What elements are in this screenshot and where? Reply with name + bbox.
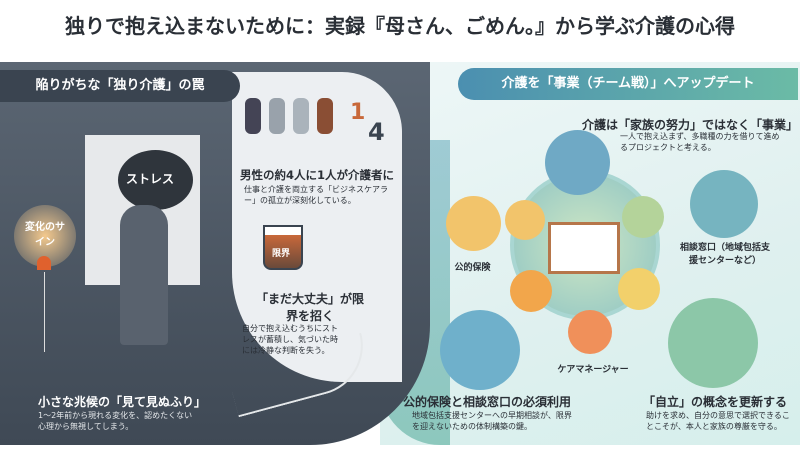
care-manager-avatar bbox=[568, 310, 612, 354]
business-heading: 介護は「家族の努力」ではなく「事業」 bbox=[582, 118, 799, 132]
public-heading: 公的保険と相談窓口の必須利用 bbox=[403, 395, 572, 409]
stat-body: 仕事と介護を両立する「ビジネスケアラー」の孤立が深刻化している。 bbox=[244, 185, 388, 205]
stat-heading: 男性の約4人に1人が介護者に bbox=[240, 168, 395, 182]
staff-avatar bbox=[505, 200, 545, 240]
warning-light-icon bbox=[37, 256, 51, 270]
stressed-man-icon bbox=[120, 205, 168, 345]
limit-body: 自分で抱え込むうちにストレスが蓄積し、気づいた時には冷静な判断を失う。 bbox=[242, 324, 338, 355]
hospital-icon bbox=[440, 310, 520, 390]
limit-cup-icon bbox=[263, 225, 303, 270]
fraction-numerator: 1 bbox=[350, 100, 366, 125]
limit-tag: 限界 bbox=[272, 249, 291, 259]
elder-woman-avatar bbox=[668, 298, 758, 388]
doctor2-avatar bbox=[618, 268, 660, 310]
officer-avatar bbox=[510, 270, 552, 312]
public-body: 地域包括支援センターへの早期相談が、限界を迎えないための体制構築の鍵。 bbox=[412, 411, 572, 431]
autonomy-heading: 「自立」の概念を更新する bbox=[643, 395, 788, 409]
sign-label: 変化のサイン bbox=[25, 222, 65, 248]
insurance-avatar bbox=[446, 196, 501, 251]
consult-label: 相談窓口（地域包括支援センターなど） bbox=[680, 243, 771, 266]
people-icons bbox=[245, 98, 333, 134]
stress-label: ストレス bbox=[126, 172, 175, 186]
ignore-heading: 小さな兆候の「見て見ぬふり」 bbox=[38, 395, 207, 409]
doctor-avatar bbox=[622, 196, 664, 238]
handshake-avatar bbox=[690, 170, 758, 238]
ignore-body: 1〜2年前から現れる変化を、認めたくない心理から無視してしまう。 bbox=[38, 411, 193, 431]
sign-line bbox=[44, 272, 45, 352]
care-manager-label: ケアマネージャー bbox=[557, 365, 629, 375]
fraction-denominator: 4 bbox=[368, 118, 385, 146]
whiteboard-icon bbox=[548, 222, 620, 274]
limit-heading: 「まだ大丈夫」が限界を招く bbox=[255, 292, 364, 323]
left-section-header: 陥りがちな「独り介護」の罠 bbox=[0, 70, 240, 102]
autonomy-body: 助けを求め、自分の意思で選択できることこそが、本人と家族の尊厳を守る。 bbox=[646, 411, 790, 431]
page-title: 独りで抱え込まないために：実録『母さん、ごめん。』から学ぶ介護の心得 bbox=[65, 14, 735, 38]
stress-cloud-icon bbox=[118, 150, 193, 210]
family-avatar bbox=[545, 130, 610, 195]
right-section-header: 介護を「事業（チーム戦）」へアップデート bbox=[458, 68, 798, 100]
insurance-label: 公的保険 bbox=[454, 263, 491, 273]
business-body: 一人で抱え込まず、多職種の力を借りて進めるプロジェクトと考える。 bbox=[620, 132, 780, 152]
